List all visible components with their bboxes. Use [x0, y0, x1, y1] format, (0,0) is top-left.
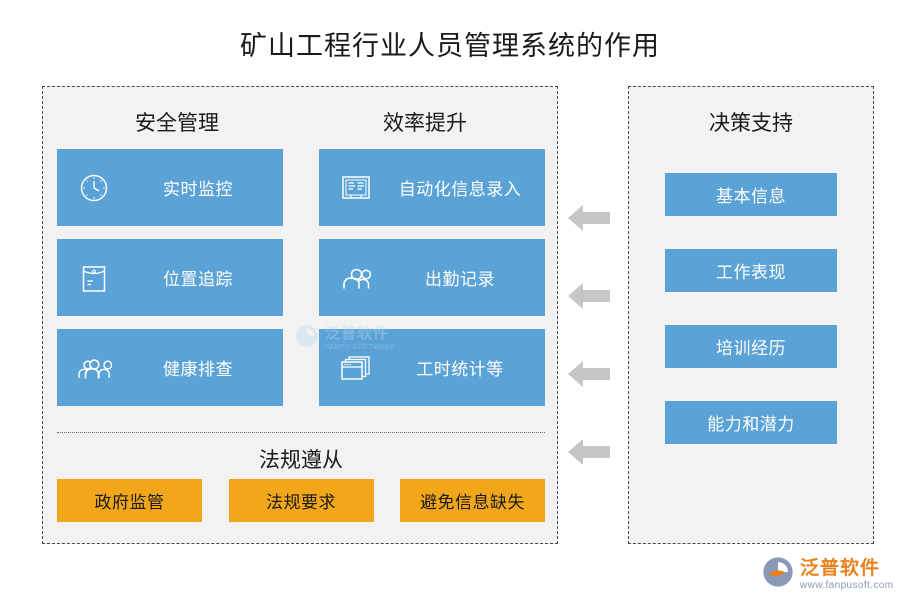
- clock-icon: [57, 173, 131, 203]
- users-group-icon: [57, 354, 131, 382]
- windows-stack-icon: [319, 353, 393, 383]
- card-work-hours-statistics[interactable]: 工时统计等: [319, 329, 545, 406]
- card-label: 健康排查: [163, 360, 233, 379]
- brand-name: 泛普软件: [800, 557, 881, 579]
- card-health-screening[interactable]: 健康排查: [57, 329, 283, 406]
- card-label: 出勤记录: [425, 270, 495, 289]
- card-label: 位置追踪: [163, 270, 233, 289]
- flow-arrow-left: [566, 356, 612, 392]
- decision-item-basic-info[interactable]: 基本信息: [665, 173, 837, 216]
- brand-url: www.fanpusoft.com: [800, 579, 894, 591]
- column-header-efficiency: 效率提升: [383, 112, 467, 135]
- section-divider: [57, 432, 545, 433]
- compliance-item-government-supervision[interactable]: 政府监管: [57, 479, 202, 522]
- decision-support-list: 基本信息 工作表现 培训经历 能力和潜力: [665, 173, 837, 477]
- compliance-item-avoid-information-loss[interactable]: 避免信息缺失: [400, 479, 545, 522]
- flow-arrow-left: [566, 200, 612, 236]
- section-header-compliance: 法规遵从: [259, 449, 343, 472]
- form-entry-icon: [319, 174, 393, 202]
- decision-item-ability-potential[interactable]: 能力和潜力: [665, 401, 837, 444]
- envelope-tracking-icon: [57, 262, 131, 294]
- compliance-items-row: 政府监管 法规要求 避免信息缺失: [57, 479, 545, 522]
- compliance-item-regulatory-requirements[interactable]: 法规要求: [228, 479, 374, 522]
- card-location-tracking[interactable]: 位置追踪: [57, 239, 283, 316]
- card-label: 工时统计等: [416, 360, 504, 379]
- flow-arrow-left: [566, 278, 612, 314]
- left-panel: 安全管理 效率提升 实时监控: [42, 86, 558, 544]
- column-header-decision-support: 决策支持: [709, 112, 793, 135]
- right-panel: 决策支持 基本信息 工作表现 培训经历 能力和潜力: [628, 86, 874, 544]
- card-attendance-record[interactable]: 出勤记录: [319, 239, 545, 316]
- logo-text: 泛普软件 www.fanpusoft.com: [800, 559, 894, 591]
- page-title: 矿山工程行业人员管理系统的作用: [240, 31, 660, 61]
- decision-item-training-history[interactable]: 培训经历: [665, 325, 837, 368]
- users-two-icon: [319, 264, 393, 292]
- flow-arrow-left: [566, 434, 612, 470]
- card-realtime-monitoring[interactable]: 实时监控: [57, 149, 283, 226]
- column-header-safety: 安全管理: [135, 112, 219, 135]
- card-automated-data-entry[interactable]: 自动化信息录入: [319, 149, 545, 226]
- decision-item-work-performance[interactable]: 工作表现: [665, 249, 837, 292]
- fanpu-logo-mark: [762, 556, 794, 593]
- card-label: 实时监控: [163, 180, 233, 199]
- fanpu-logo: 泛普软件 www.fanpusoft.com: [762, 556, 894, 593]
- flow-arrows: [566, 200, 618, 512]
- card-label: 自动化信息录入: [398, 180, 522, 199]
- feature-cards-grid: 实时监控 自动化信息录入: [57, 149, 545, 406]
